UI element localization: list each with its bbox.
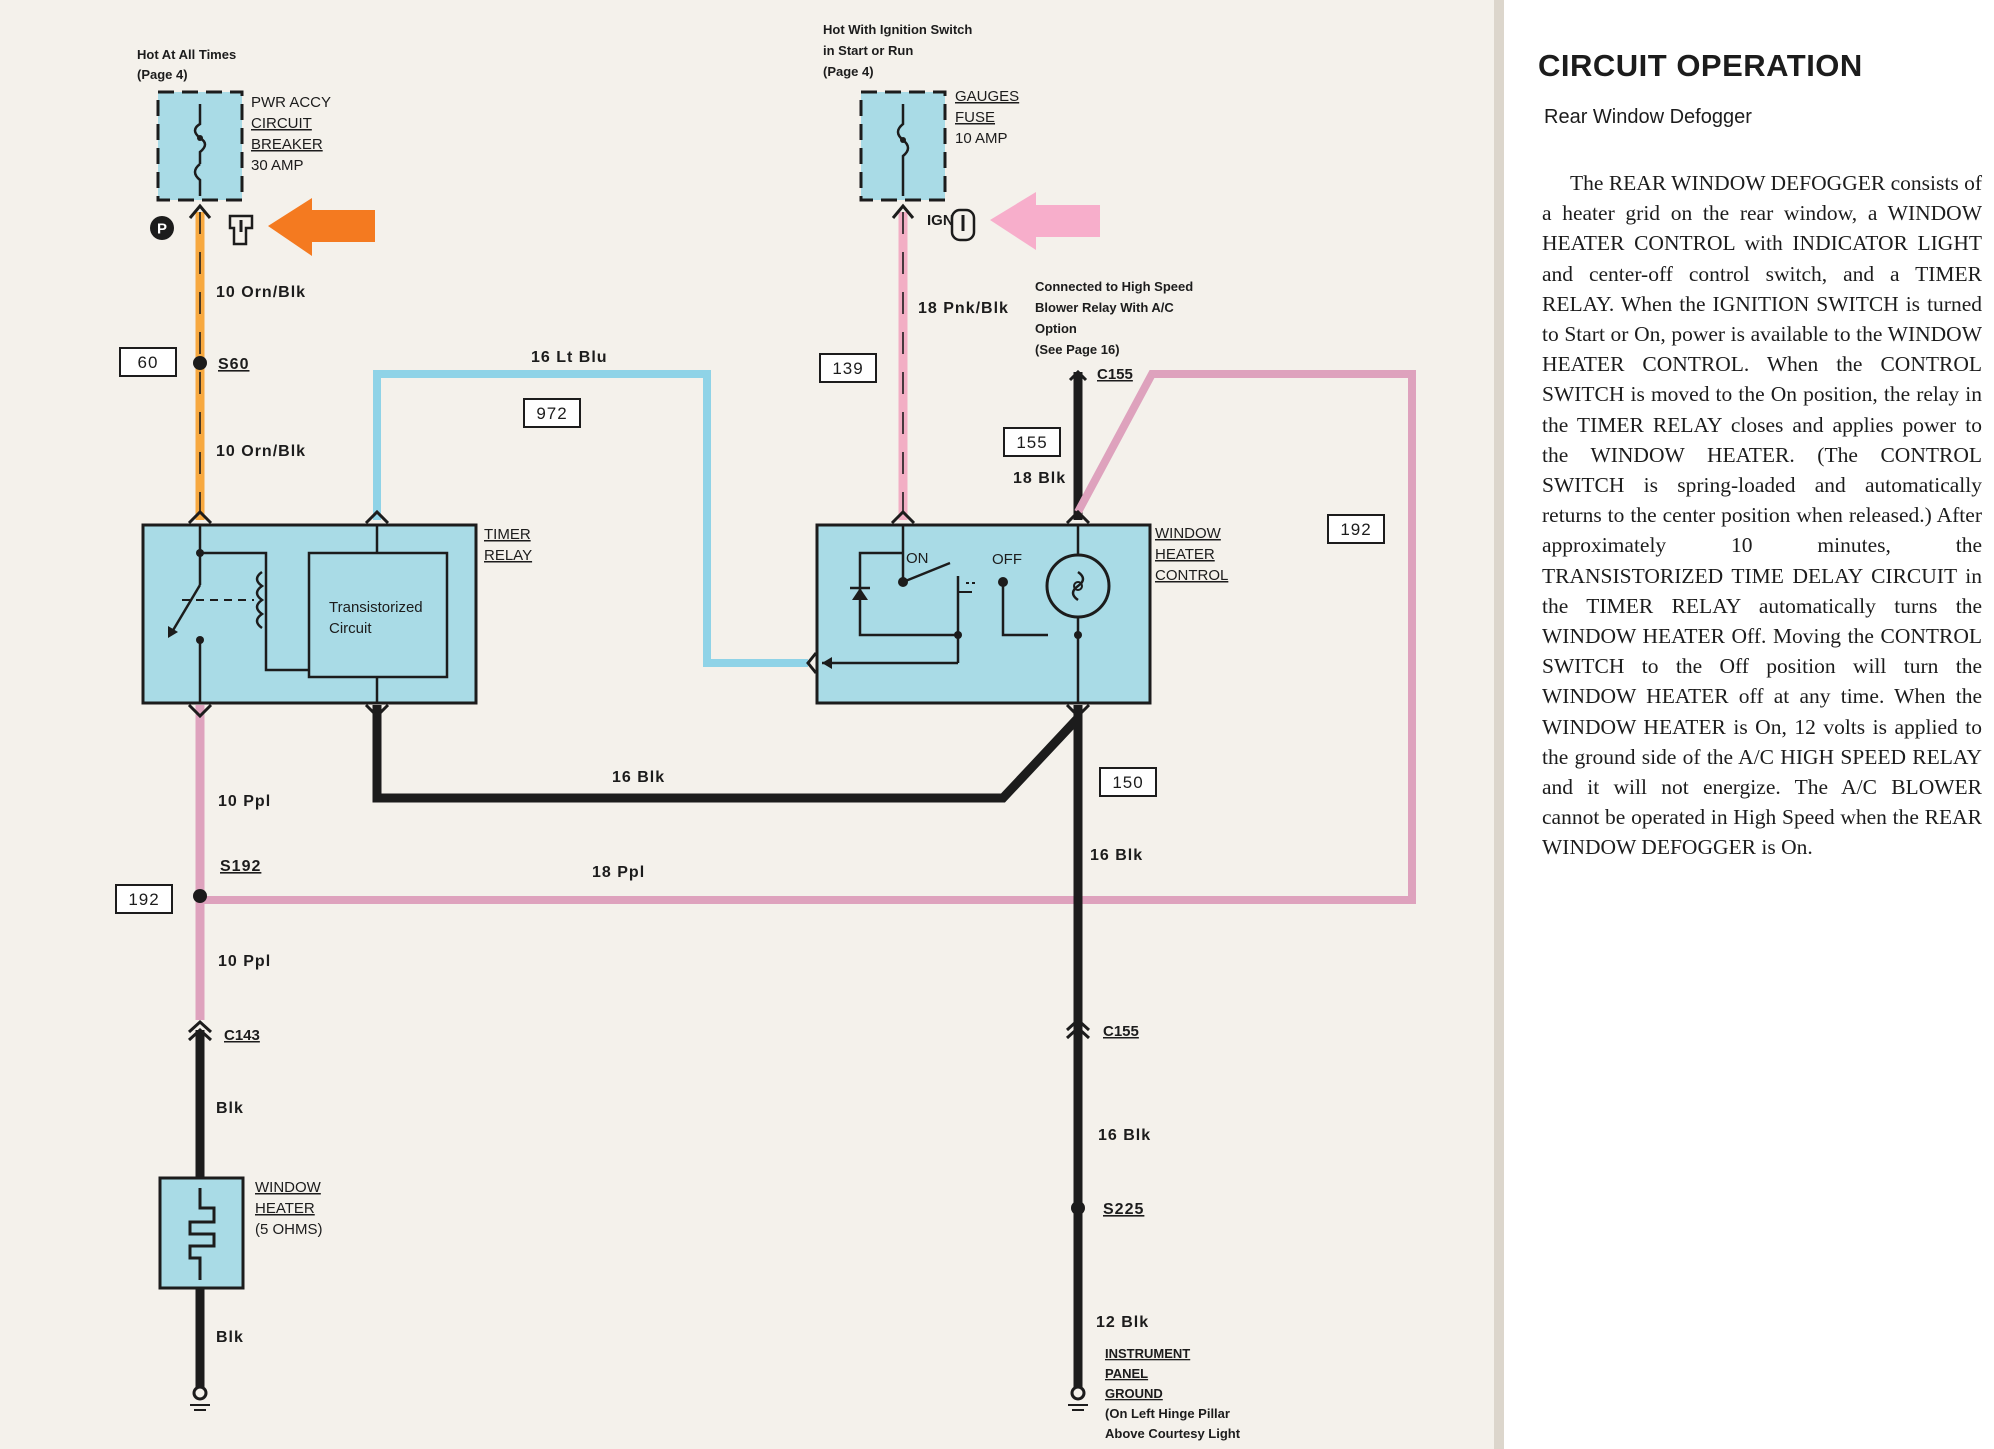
connector-chevrons: [187, 203, 1091, 1042]
ground-label-4: (On Left Hinge Pillar: [1105, 1406, 1230, 1421]
wire-label-orn2: 10 Orn/Blk: [216, 443, 306, 460]
wire-purple-feedback: [200, 370, 1416, 904]
timer-relay-label-2: RELAY: [484, 547, 532, 564]
wire-label-orn1: 10 Orn/Blk: [216, 284, 306, 301]
breaker-label-2: CIRCUIT: [251, 115, 312, 132]
connector-c143: C143: [224, 1027, 260, 1044]
pink-arrow-icon: [990, 192, 1100, 250]
ground-label-1: INSTRUMENT: [1105, 1346, 1190, 1361]
ground-label-3: GROUND: [1105, 1386, 1163, 1401]
blower-note-1: Connected to High Speed: [1035, 279, 1193, 294]
breaker-label-3: BREAKER: [251, 136, 323, 153]
circuit-operation-panel: CIRCUIT OPERATION Rear Window Defogger T…: [1504, 0, 1994, 1449]
ign-source-label-2: in Start or Run: [823, 43, 913, 58]
wire-label-blk16a: 16 Blk: [612, 769, 665, 786]
splice-s60: S60: [218, 356, 249, 373]
wire-label-blk12: 12 Blk: [1096, 1314, 1149, 1331]
ground-symbol-panel: [1068, 1385, 1088, 1411]
heater-control-label-2: HEATER: [1155, 546, 1215, 563]
window-heater-label-1: WINDOW: [255, 1179, 322, 1196]
breaker-label-4: 30 AMP: [251, 157, 304, 174]
fuse-label-3: 10 AMP: [955, 130, 1008, 147]
timer-relay: [141, 523, 478, 705]
ign-marker-label: IGN: [927, 212, 954, 229]
wire-label-blk16b: 16 Blk: [1090, 847, 1143, 864]
wire-label-ppl18: 18 Ppl: [592, 864, 645, 881]
svg-text:972: 972: [536, 404, 567, 423]
connector-c155-bottom: C155: [1103, 1023, 1139, 1040]
fuse-label-1: GAUGES: [955, 88, 1019, 105]
wire-label-blk-b: Blk: [216, 1329, 244, 1346]
blower-note-3: Option: [1035, 321, 1077, 336]
ground-label-2: PANEL: [1105, 1366, 1148, 1381]
circuit-number-boxes: 60 972 139 155 192 150 192: [115, 347, 1385, 914]
description-text: The REAR WINDOW DEFOGGER consists of a h…: [1542, 171, 1982, 860]
breaker-label-1: PWR ACCY: [251, 94, 331, 111]
svg-text:150: 150: [1112, 773, 1143, 792]
ground-label-5: Above Courtesy Light: [1105, 1426, 1241, 1441]
ign-source-label-1: Hot With Ignition Switch: [823, 22, 972, 37]
section-title: CIRCUIT OPERATION: [1538, 48, 1863, 83]
orange-arrow-icon: [268, 198, 375, 256]
blower-note-4: (See Page 16): [1035, 342, 1120, 357]
wiring-diagram: P 60 972 139 155 192 150 192 Hot At All …: [0, 0, 1504, 1449]
ignition-indicator-icon: [950, 208, 976, 242]
section-subtitle: Rear Window Defogger: [1544, 106, 1752, 128]
wire-label-ltblu: 16 Lt Blu: [531, 349, 608, 366]
circuit-label: Circuit: [329, 620, 372, 637]
splice-s225: S225: [1103, 1201, 1144, 1218]
timer-relay-label-1: TIMER: [484, 526, 531, 543]
battery-indicator-icon: [228, 214, 254, 246]
window-heater-control: [815, 523, 1152, 705]
svg-text:60: 60: [138, 353, 159, 372]
connector-c155-top: C155: [1097, 366, 1133, 383]
window-heater: [158, 1176, 245, 1290]
svg-text:192: 192: [1340, 520, 1371, 539]
wire-label-pnk: 18 Pnk/Blk: [918, 300, 1009, 317]
wire-label-ppl10a: 10 Ppl: [218, 793, 271, 810]
svg-text:192: 192: [128, 890, 159, 909]
circuit-breaker: [156, 90, 244, 202]
fuse-label-2: FUSE: [955, 109, 995, 126]
window-heater-label-2: HEATER: [255, 1200, 315, 1217]
splice-s192-dot: [193, 889, 207, 903]
splice-s225-dot: [1071, 1201, 1085, 1215]
heater-control-label-3: CONTROL: [1155, 567, 1228, 584]
ground-symbol-heater: [190, 1385, 210, 1411]
wire-label-blk-a: Blk: [216, 1100, 244, 1117]
heater-control-label-1: WINDOW: [1155, 525, 1222, 542]
p-symbol: P: [150, 216, 174, 240]
switch-on-label: ON: [906, 550, 929, 567]
svg-text:139: 139: [832, 359, 863, 378]
wire-light-blue: [373, 370, 808, 667]
hot-page-label: (Page 4): [137, 67, 188, 82]
diagram-background: [0, 0, 1504, 1449]
svg-text:155: 155: [1016, 433, 1047, 452]
wire-label-blk18: 18 Blk: [1013, 470, 1066, 487]
splice-s60-dot: [193, 356, 207, 370]
switch-off-label: OFF: [992, 551, 1022, 568]
ign-source-label-3: (Page 4): [823, 64, 874, 79]
blower-note-2: Blower Relay With A/C: [1035, 300, 1174, 315]
svg-text:P: P: [157, 221, 167, 238]
wire-black-16: [372, 705, 1082, 803]
window-heater-label-3: (5 OHMS): [255, 1221, 323, 1238]
page-edge-shadow: [1494, 0, 1504, 1449]
hot-at-all-times-label: Hot At All Times: [137, 47, 236, 62]
gauges-fuse: [859, 90, 947, 202]
wire-label-ppl10b: 10 Ppl: [218, 953, 271, 970]
transistorized-label: Transistorized: [329, 599, 423, 616]
wire-label-blk16c: 16 Blk: [1098, 1127, 1151, 1144]
splice-s192: S192: [220, 858, 261, 875]
